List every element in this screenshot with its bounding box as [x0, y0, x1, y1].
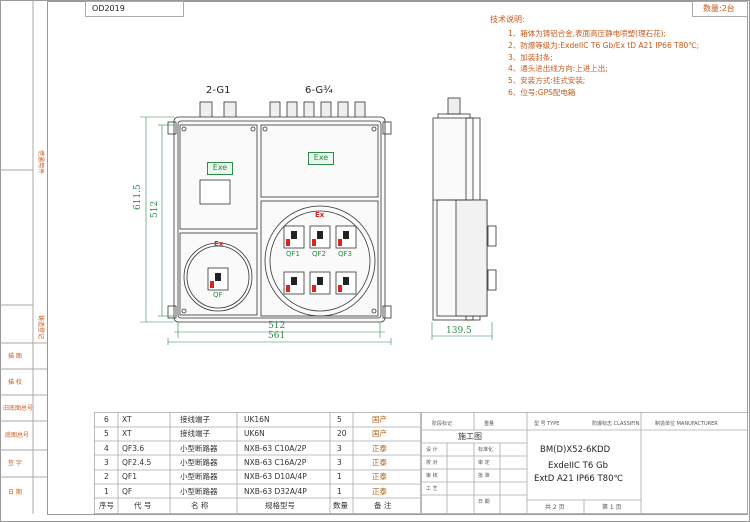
role-label: 设 计 [426, 447, 438, 453]
parts-header-spec: 规格型号 [265, 501, 295, 510]
parts-cell-note: 正泰 [372, 486, 387, 496]
ex-marking-2: ExtD A21 IP66 T80℃ [534, 474, 624, 484]
role-label: 校 对 [426, 460, 438, 466]
parts-cell-qty: 1 [337, 486, 342, 496]
exe-nameplate: Exe [207, 162, 233, 175]
sheet-total: 共 2 页 [545, 504, 565, 511]
drawing-stage: 施工图 [458, 432, 482, 441]
parts-cell-no: 5 [104, 429, 109, 439]
col-header-maker: 制造单位 MANUFACTURER [655, 421, 718, 427]
exe-nameplate: Exe [308, 152, 334, 165]
doc-code: OD2019 [92, 4, 125, 13]
ex-mark: Ex [315, 211, 325, 219]
margin-label: 签 字 [8, 460, 22, 467]
breaker-label-qf3: QF3 [338, 250, 352, 258]
breaker-label-qf1: QF1 [286, 250, 300, 258]
parts-cell-spec: NXB-63 D32A/4P [244, 486, 307, 496]
model-number: BM(D)X52-6KDD [540, 445, 611, 455]
gland-label-g34: 6-G¾ [305, 85, 333, 96]
col-header-type: 型 号 TYPE [534, 421, 560, 427]
dim-561: 561 [268, 331, 286, 341]
parts-cell-qty: 5 [337, 415, 342, 424]
margin-label: 日 期 [8, 489, 22, 496]
parts-cell-no: 4 [104, 443, 109, 453]
note-item: 5、安装方式:挂式安装; [508, 76, 586, 85]
role-label: 批 准 [478, 473, 490, 479]
parts-cell-code: QF1 [122, 472, 137, 482]
parts-cell-spec: NXB-63 C16A/2P [244, 457, 307, 467]
parts-cell-spec: NXB-63 C10A/2P [244, 443, 307, 453]
parts-cell-code: QF3.6 [122, 443, 145, 453]
parts-cell-name: 小型断路器 [180, 457, 218, 467]
note-item: 2、防爆等级为:ExdeIIC T6 Gb/Ex tD A21 IP66 T80… [508, 41, 700, 50]
sheet-number: 第 1 页 [602, 504, 622, 511]
margin-vertical-label: 借通用件 [37, 150, 44, 175]
margin-label: 旧底图总号 [3, 405, 34, 412]
parts-cell-note: 正泰 [372, 472, 387, 482]
margin-label: 描 校 [8, 379, 22, 386]
note-item: 3、加装封条; [508, 53, 553, 62]
parts-cell-note: 国产 [372, 415, 387, 424]
parts-cell-code: XT [122, 429, 132, 439]
stage-label: 阶段标记 [432, 421, 453, 427]
parts-cell-name: 接线端子 [180, 415, 210, 424]
dim-512-horizontal: 512 [268, 321, 286, 331]
parts-cell-spec: UK6N [244, 429, 265, 439]
ex-marking-1: ExdeIIC T6 Gb [548, 461, 608, 471]
parts-cell-no: 2 [104, 472, 109, 482]
role-label: 审 核 [426, 473, 438, 479]
quantity-label: 数量:2台 [703, 4, 735, 13]
col-header-class: 防爆标志 CLASSIFIN [592, 421, 640, 427]
parts-cell-no: 6 [104, 415, 109, 424]
parts-cell-note: 正泰 [372, 443, 387, 453]
parts-cell-name: 小型断路器 [180, 443, 218, 453]
parts-cell-qty: 3 [337, 443, 342, 453]
dim-139-5: 139.5 [446, 326, 472, 336]
breaker-label-qf: QF [213, 291, 223, 299]
note-item: 1、箱体为铸铝合金,表面高压静电喷塑(理石花); [508, 29, 667, 38]
parts-cell-spec: NXB-63 D10A/4P [244, 472, 307, 482]
parts-cell-code: QF [122, 486, 133, 496]
parts-cell-note: 国产 [372, 429, 387, 439]
parts-cell-qty: 1 [337, 472, 342, 482]
dim-611-5: 611.5 [133, 184, 143, 210]
weight-label: 重量 [484, 421, 495, 427]
parts-cell-code: XT [122, 415, 132, 424]
notes-title: 技术说明: [490, 15, 525, 24]
parts-cell-no: 3 [104, 457, 109, 467]
parts-cell-spec: UK16N [244, 415, 270, 424]
parts-header-no: 序号 [99, 501, 114, 510]
parts-cell-qty: 20 [337, 429, 347, 439]
parts-header-note: 备 注 [374, 501, 392, 510]
role-label: 审 定 [478, 460, 490, 466]
gland-label-g1: 2-G1 [206, 85, 231, 96]
parts-cell-name: 接线端子 [180, 429, 210, 439]
margin-label: 描 图 [8, 353, 22, 360]
dim-512-vertical: 512 [150, 200, 160, 218]
parts-header-qty: 数量 [333, 501, 348, 510]
note-item: 6、位号:GPS配电箱 [508, 88, 576, 97]
breaker-label-qf2: QF2 [312, 250, 326, 258]
role-label: 标准化 [478, 447, 494, 453]
parts-cell-note: 正泰 [372, 457, 387, 467]
parts-cell-qty: 3 [337, 457, 342, 467]
parts-cell-name: 小型断路器 [180, 486, 218, 496]
parts-cell-no: 1 [104, 486, 109, 496]
parts-header-code: 代 号 [134, 501, 152, 510]
note-item: 4、通头进出线方向:上进上出; [508, 64, 608, 73]
parts-header-name: 名 称 [191, 501, 209, 510]
margin-label: 底图总号 [5, 432, 30, 439]
role-label: 工 艺 [426, 486, 438, 492]
ex-mark: Ex [214, 240, 224, 248]
role-label: 日 期 [478, 499, 490, 505]
parts-cell-code: QF2.4.5 [122, 457, 152, 467]
margin-vertical-label: 铸造登记 [37, 315, 44, 340]
parts-cell-name: 小型断路器 [180, 472, 218, 482]
